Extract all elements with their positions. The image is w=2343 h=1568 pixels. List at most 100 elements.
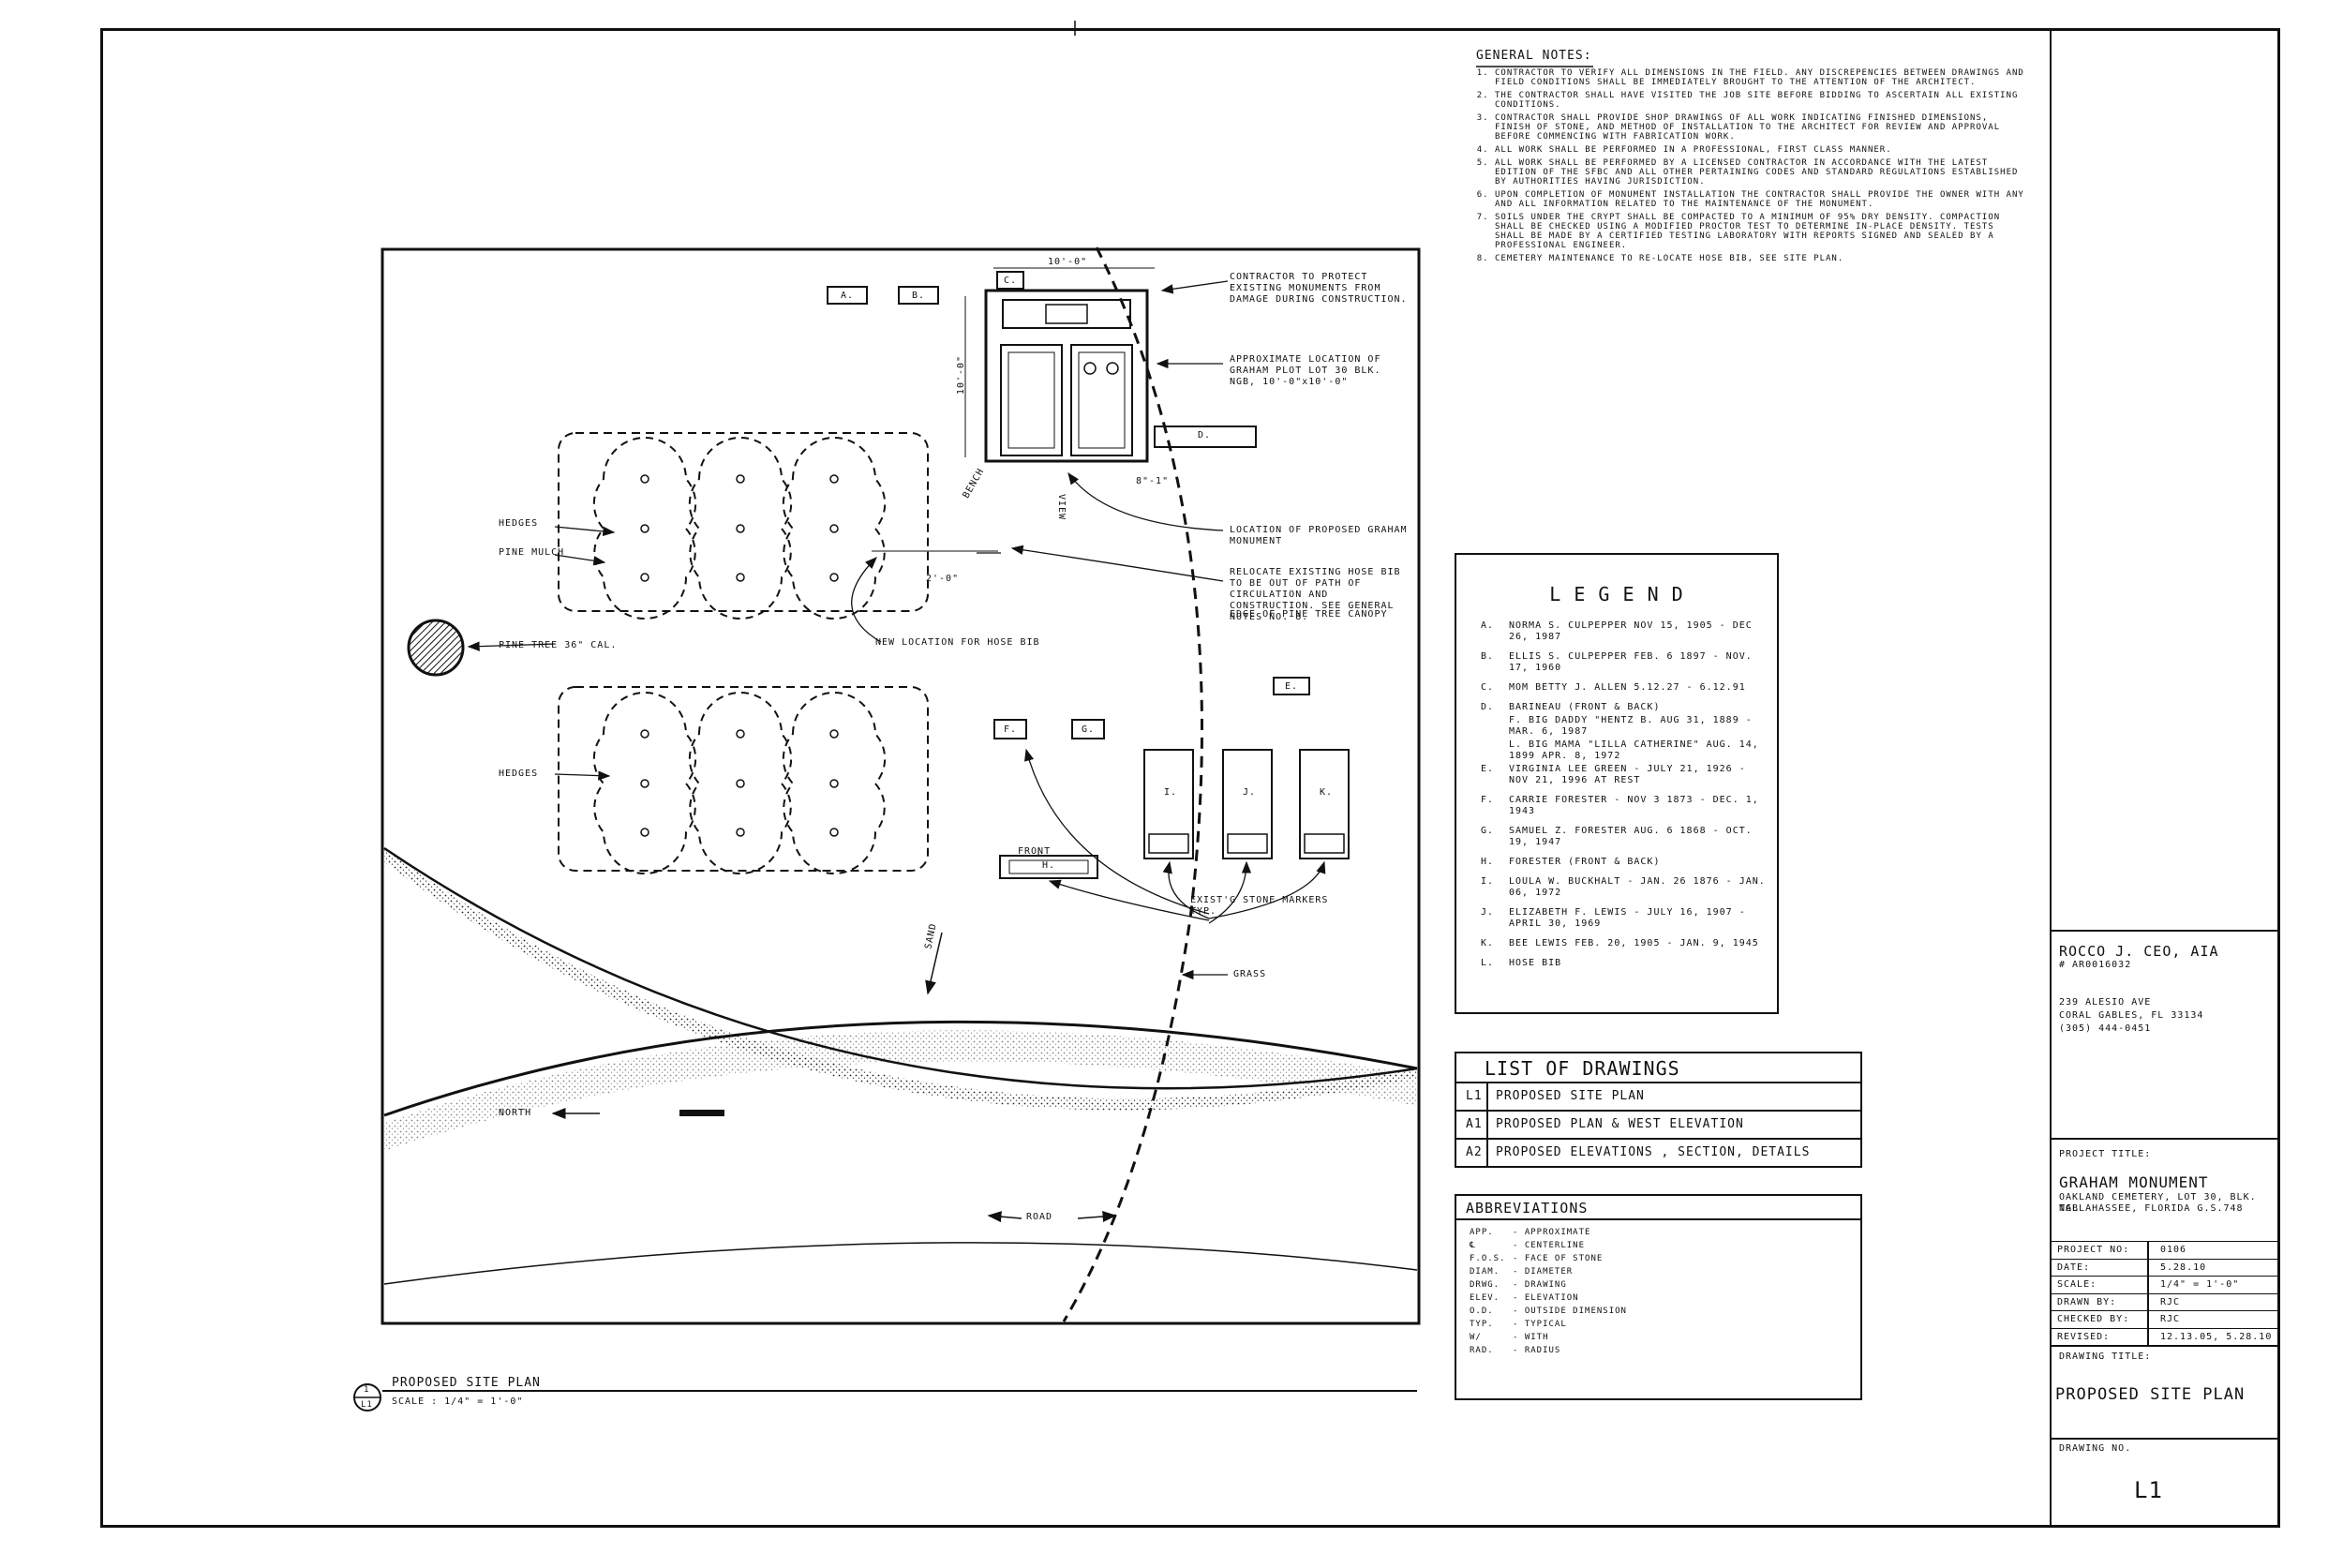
title-block-field: DATE:5.28.10 [2050,1258,2280,1277]
approx-location-note: APPROXIMATE LOCATION OF GRAHAM PLOT LOT … [1230,354,1381,387]
hedge-plant-dot [640,729,649,739]
note-7: SOILS UNDER THE CRYPT SHALL BE COMPACTED… [1495,213,2029,250]
abbreviation-row: F.O.S.- FACE OF STONE [1470,1252,1627,1265]
abbreviation-definition: - DRAWING [1513,1280,1567,1290]
legend-entry-key: L. [1481,958,1495,968]
drawing-no-label: DRAWING NO. [2059,1443,2132,1454]
legend-entry-text: BARINEAU (FRONT & BACK) [1509,702,1661,712]
canopy-label: EDGE OF PINE TREE CANOPY [1230,609,1388,620]
abbreviation-definition: - APPROXIMATE [1513,1228,1591,1237]
legend-entry-text: MOM BETTY J. ALLEN 5.12.27 - 6.12.91 [1509,682,1746,693]
monument-bench [1002,299,1131,329]
drawing-row: L1 PROPOSED SITE PLAN [1456,1082,1860,1112]
hedge-outline [688,437,793,620]
dim-top-label: 10'-0" [1048,257,1088,267]
hedge-plant-dot [829,524,839,533]
graham-plot [984,289,1149,463]
note-1: CONTRACTOR TO VERIFY ALL DIMENSIONS IN T… [1495,68,2029,87]
detail-bubble-num: 1 [364,1385,370,1395]
title-block-field-value: RJC [2160,1296,2181,1307]
marker-G: G. [1071,719,1105,739]
title-block-field: DRAWN BY: RJC [2050,1292,2280,1311]
title-block-field-label: DRAWN BY: [2057,1296,2117,1307]
title-block-field: REVISED: 12.13.05, 5.28.10 [2050,1327,2280,1346]
title-block-field-value: RJC [2160,1314,2181,1324]
legend-entry: L.HOSE BIB [1481,958,1771,969]
legend-entry-key: C. [1481,682,1495,693]
abbreviation-term: O.D. [1470,1307,1494,1316]
hedge-outline [592,437,697,620]
legend-entry: A.NORMA S. CULPEPPER NOV 15, 1905 - DEC … [1481,620,1771,643]
title-block-field-value: 12.13.05, 5.28.10 [2160,1331,2273,1342]
legend-entry: G.SAMUEL Z. FORESTER AUG. 6 1868 - OCT. … [1481,826,1771,848]
hedge-outline [688,692,793,874]
legend-entry-key: D. [1481,702,1495,712]
hedge-plant-dot [736,524,745,533]
marker-F: F. [993,719,1027,739]
legend-entry: J.ELIZABETH F. LEWIS - JULY 16, 1907 - A… [1481,907,1771,930]
legend-entry-text: CARRIE FORESTER - NOV 3 1873 - DEC. 1, 1… [1509,795,1759,816]
hedge-outline [782,692,887,874]
sand-edge [384,848,1417,1111]
drawing-row-name: PROPOSED ELEVATIONS , SECTION, DETAILS [1496,1145,1811,1159]
hedge-plant-dot [736,729,745,739]
hedge-plant-dot [829,573,839,582]
hedges-label-1: HEDGES [499,518,539,529]
title-block-field-label: DATE: [2057,1262,2091,1273]
title-block-divider [2050,28,2052,1528]
hedge-plant-dot [640,524,649,533]
legend-list: A.NORMA S. CULPEPPER NOV 15, 1905 - DEC … [1481,620,1771,978]
legend-entry-text: ELLIS S. CULPEPPER FEB. 6 1897 - NOV. 17… [1509,651,1753,673]
list-of-drawings-title: LIST OF DRAWINGS [1485,1057,1680,1080]
note-3: CONTRACTOR SHALL PROVIDE SHOP DRAWINGS O… [1495,113,2029,142]
hedge-plant-dot [736,474,745,484]
new-hose-location-label: NEW LOCATION FOR HOSE BIB [875,637,1040,648]
architect-license: # AR0016032 [2059,960,2132,970]
hedge-plant-dot [736,828,745,837]
proposed-location-note: LOCATION OF PROPOSED GRAHAM MONUMENT [1230,525,1408,546]
hedge-plant-dot [640,779,649,788]
marker-H-slab [999,855,1098,879]
marker-I-slab [1143,749,1194,859]
title-block-field: PROJECT NO:0106 [2050,1241,2280,1260]
hedge-outline [592,692,697,874]
marker-A: A. [827,286,868,305]
project-title: GRAHAM MONUMENT [2059,1173,2209,1191]
abbreviation-definition: - DIAMETER [1513,1267,1574,1277]
legend-entry-text: LOULA W. BUCKHALT - JAN. 26 1876 - JAN. … [1509,876,1766,898]
title-block-field: CHECKED BY:RJC [2050,1310,2280,1329]
title-block-field-label: SCALE: [2057,1279,2097,1290]
grass-label: GRASS [1233,969,1267,979]
marker-K-slab [1299,749,1350,859]
legend-entry: F. BIG DADDY "HENTZ B. AUG 31, 1889 - MA… [1481,715,1771,738]
hedge-bed-south [558,686,929,872]
abbreviation-row: APP.- APPROXIMATE [1470,1226,1627,1239]
title-block-field-label: REVISED: [2057,1331,2111,1342]
abbreviation-definition: - TYPICAL [1513,1320,1567,1329]
legend-entry-key: K. [1481,938,1495,948]
legend-entry-key [1481,715,1509,738]
drawing-title-label: DRAWING TITLE: [2059,1351,2152,1362]
drawing-row-name: PROPOSED PLAN & WEST ELEVATION [1496,1117,1744,1131]
list-of-drawings: LIST OF DRAWINGS L1 PROPOSED SITE PLAN A… [1455,1052,1862,1168]
legend-entry-key [1481,739,1509,762]
legend-entry: D. BARINEAU (FRONT & BACK) [1481,702,1771,713]
legend-entry: I.LOULA W. BUCKHALT - JAN. 26 1876 - JAN… [1481,876,1771,899]
marker-H: H. [1042,860,1056,871]
drawing-title: PROPOSED SITE PLAN [2055,1385,2246,1404]
hedge-plant-dot [829,779,839,788]
legend-entry-text: ELIZABETH F. LEWIS - JULY 16, 1907 - APR… [1509,907,1746,929]
monument-slab-right [1070,344,1133,456]
legend-entry: K. BEE LEWIS FEB. 20, 1905 - JAN. 9, 1945 [1481,938,1771,949]
abbreviation-row: O.D.- OUTSIDE DIMENSION [1470,1305,1627,1318]
site-plan-scale: SCALE : 1/4" = 1'-0" [392,1396,524,1407]
grass-edge [383,846,1418,1090]
hedge-plant-dot [736,573,745,582]
abbreviations-title: ABBREVIATIONS [1466,1200,1589,1217]
abbreviation-row: ℄- CENTERLINE [1470,1239,1627,1252]
abbreviation-definition: - CENTERLINE [1513,1241,1586,1250]
sheet-border [100,28,2280,1528]
legend-entry-text: BEE LEWIS FEB. 20, 1905 - JAN. 9, 1945 [1509,938,1759,948]
existing-markers-note: EXIST'G STONE MARKERS TYP. [1190,895,1329,917]
hedge-plant-dot [829,474,839,484]
